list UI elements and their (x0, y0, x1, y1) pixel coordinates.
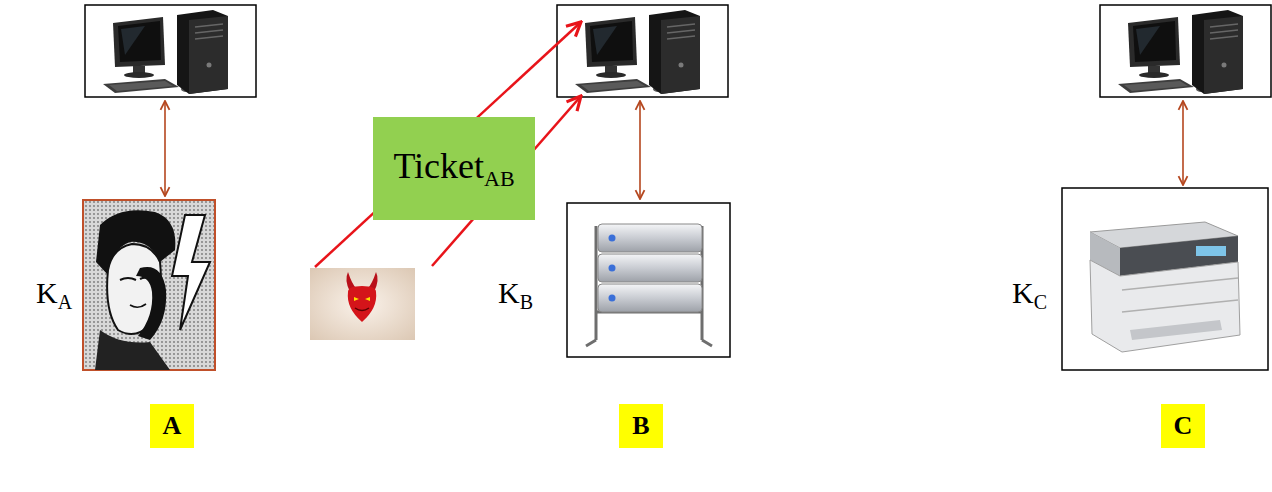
user-picture (83, 200, 215, 370)
key-letter: K (1012, 276, 1034, 309)
attack-arrows (315, 22, 581, 267)
node-label: A (163, 411, 182, 440)
printer-picture (1062, 188, 1268, 370)
node-text-wrap: A (163, 411, 182, 441)
key-letter: K (498, 276, 520, 309)
principal-tag: A (150, 404, 194, 448)
attacker-picture (310, 268, 415, 340)
computer-a (85, 5, 256, 97)
subscript: AB (484, 166, 515, 191)
key-subscript: B (520, 291, 533, 313)
link-arrows (165, 101, 1183, 199)
node-text-wrap: B (632, 411, 649, 441)
key-subscript: C (1034, 291, 1047, 313)
key-label: KA (36, 276, 72, 314)
computer-b (557, 5, 728, 97)
ticket-box: TicketAB (373, 117, 535, 220)
node-label: Ticket (393, 146, 484, 186)
principal-tag: C (1161, 404, 1205, 448)
storage-picture (567, 203, 730, 357)
computer-c (1100, 5, 1271, 97)
node-text-wrap: TicketAB (393, 145, 514, 192)
node-label: B (632, 411, 649, 440)
node-label: C (1174, 411, 1193, 440)
node-text-wrap: C (1174, 411, 1193, 441)
key-subscript: A (58, 291, 72, 313)
key-label: KB (498, 276, 533, 314)
key-label: KC (1012, 276, 1047, 314)
key-letter: K (36, 276, 58, 309)
principal-tag: B (619, 404, 663, 448)
